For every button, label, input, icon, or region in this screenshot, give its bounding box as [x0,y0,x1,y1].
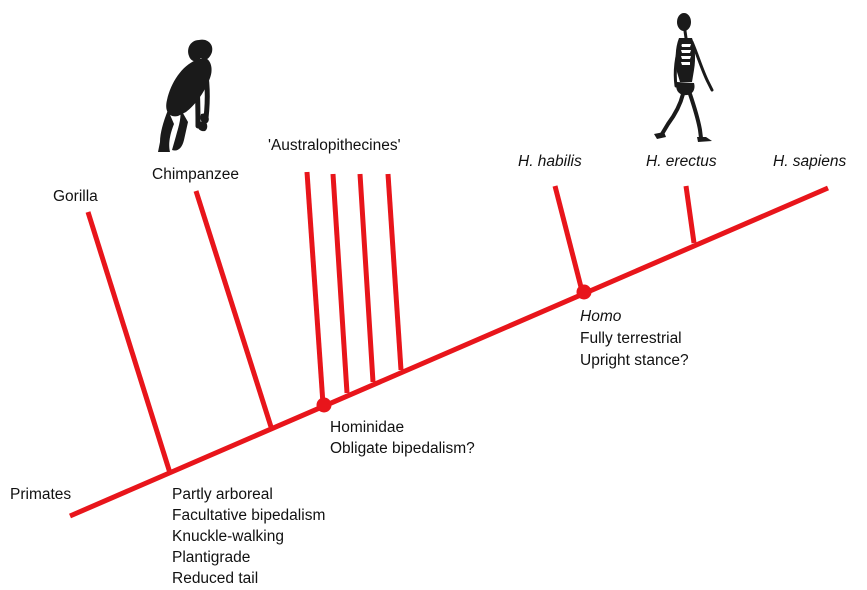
walking-human-skeleton-icon [654,13,712,142]
label-h-habilis: H. habilis [518,152,582,172]
homo-name: Homo [580,306,689,328]
label-australopithecines: 'Australopithecines' [268,136,401,156]
trait-item: Plantigrade [172,547,325,568]
node-homo [577,285,592,300]
label-chimpanzee: Chimpanzee [152,165,239,185]
hominidae-trait: Obligate bipedalism? [330,438,475,459]
branch-gorilla [88,212,170,473]
branch-chimpanzee [196,191,272,430]
homo-node-label: Homo Fully terrestrial Upright stance? [580,306,689,372]
node-hominidae [317,398,332,413]
trait-item: Facultative bipedalism [172,505,325,526]
chimpanzee-silhouette-icon [158,40,212,152]
homo-trait: Upright stance? [580,350,689,372]
label-primates: Primates [10,485,71,505]
branches [70,172,828,516]
branch-australopithecine-1 [307,172,323,404]
main-trunk [70,188,828,516]
label-gorilla: Gorilla [53,187,98,207]
branch-h-erectus [686,186,694,243]
trait-item: Reduced tail [172,568,325,589]
label-h-erectus: H. erectus [646,152,717,172]
homo-trait: Fully terrestrial [580,328,689,350]
branch-australopithecine-3 [360,174,373,382]
branch-h-habilis [555,186,582,291]
branch-australopithecine-2 [333,174,347,393]
trait-item: Partly arboreal [172,484,325,505]
trait-item: Knuckle-walking [172,526,325,547]
hominidae-name: Hominidae [330,417,475,438]
branch-australopithecine-4 [388,174,401,370]
hominidae-node-label: Hominidae Obligate bipedalism? [330,417,475,459]
label-h-sapiens: H. sapiens [773,152,846,172]
primates-traits-list: Partly arboreal Facultative bipedalism K… [172,484,325,589]
